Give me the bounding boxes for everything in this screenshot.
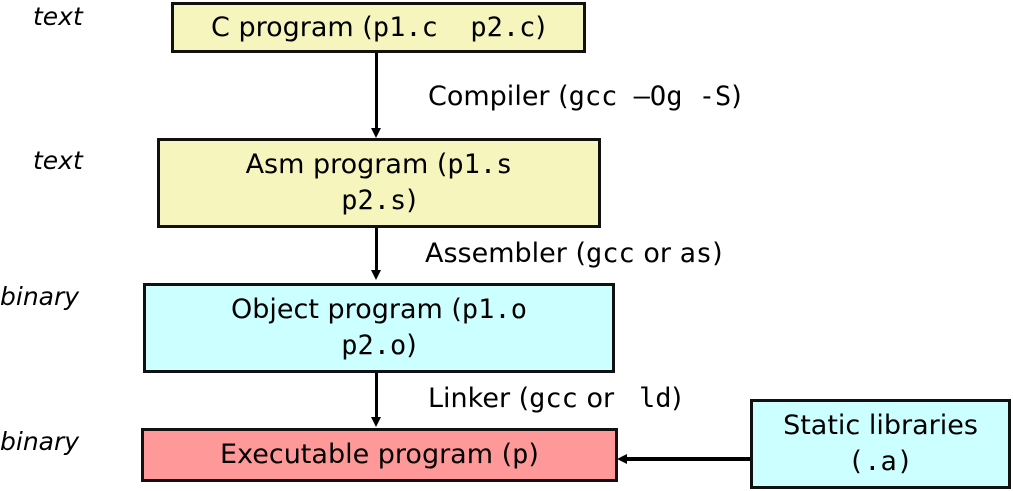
arrowhead-icon [371,417,381,427]
paren: ) [671,383,683,414]
format-label-asm: text [33,146,83,175]
step-command: gcc –Og -S [568,81,732,112]
c-program-name: C program ( [211,11,373,43]
step-name: Assembler ( [425,238,586,269]
static-libraries-box: Static libraries (.a) [750,399,1011,489]
format-label-c: text [33,2,83,31]
c-program-box: C program (p1.c p2.c) [171,2,586,53]
static-libraries-name: Static libraries [783,410,978,441]
assembler-step-label: Assembler (gcc or as) [425,238,723,269]
arrow-link [375,373,378,418]
executable-file: p [512,439,529,470]
step-name: Compiler ( [428,81,569,112]
object-program-name: Object program ( [231,294,462,325]
step-command: gcc [529,383,578,414]
asm-file-1: p1.s [447,149,513,180]
arrowhead-icon [617,454,627,464]
format-label-executable: binary [0,427,80,456]
step-command: ld [622,383,672,414]
asm-program-name: Asm program ( [245,149,448,180]
step-or: or [577,383,623,414]
arrow-static-libraries [627,457,751,461]
paren: ) [731,81,742,112]
step-or: or [634,238,680,269]
arrow-compile [375,53,378,129]
arrowhead-icon [371,128,381,138]
step-command: gcc [586,238,635,269]
step-name: Linker ( [428,383,530,414]
object-file-2: p2.o [341,330,407,361]
linker-step-label: Linker (gcc or ld) [428,383,682,414]
paren: ) [406,330,417,361]
executable-program-box: Executable program (p) [141,428,618,482]
paren: ) [528,439,539,470]
format-label-object: binary [0,282,80,311]
c-program-files: p1.c p2.c [372,11,536,43]
arrowhead-icon [371,270,381,280]
executable-program-name: Executable program ( [220,439,513,470]
asm-program-box: Asm program (p1.s p2.s) [157,138,601,228]
compiler-step-label: Compiler (gcc –Og -S) [428,81,742,112]
step-command: as [679,238,713,269]
paren: ) [406,185,417,216]
paren: ) [535,11,546,43]
static-libraries-file: (.a) [847,446,913,477]
asm-file-2: p2.s [341,185,407,216]
paren: ) [712,238,723,269]
object-program-box: Object program (p1.o p2.o) [143,283,615,373]
arrow-assemble [375,228,378,271]
object-file-1: p1.o [461,294,527,325]
